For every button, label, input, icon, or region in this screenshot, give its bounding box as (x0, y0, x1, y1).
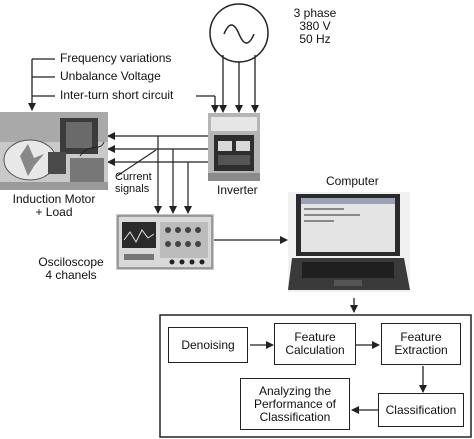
pipeline-arrows (250, 341, 427, 414)
feature-calculation-box: Feature Calculation (274, 323, 356, 365)
oscilloscope-photo (116, 214, 214, 270)
signals-line1: Current (115, 171, 152, 183)
analyzing-performance-box: Analyzing the Performance of Classificat… (240, 378, 350, 430)
analyzing-line3: Classification (259, 409, 331, 424)
frequency-text: 50 Hz (299, 32, 331, 46)
motor-label: Induction Motor + Load (4, 193, 104, 219)
scope-line1: Osciloscope (38, 255, 104, 269)
fault-unbalance: Unbalance Voltage (60, 69, 161, 83)
feature-extraction-box: Feature Extraction (381, 323, 461, 365)
motor-label-line1: Induction Motor (12, 192, 96, 206)
motor-photo (0, 112, 108, 190)
ac-source-icon (209, 3, 269, 63)
phase-lines (219, 55, 259, 113)
oscilloscope-label: Osciloscope 4 chanels (26, 256, 116, 282)
current-probe-lines (116, 136, 192, 214)
voltage-text: 380 V (299, 19, 331, 33)
signals-line2: signals (115, 183, 150, 195)
feature-extr-line1: Feature (400, 330, 442, 344)
feature-calc-line2: Calculation (285, 343, 345, 357)
power-spec-label: 3 phase 380 V 50 Hz (284, 7, 346, 46)
feature-extr-line2: Extraction (394, 343, 448, 357)
laptop-photo (288, 192, 410, 292)
motor-label-line2: + Load (35, 205, 73, 219)
analyzing-line2: Performance of (253, 396, 337, 411)
computer-label: Computer (326, 174, 379, 188)
inverter-photo (208, 113, 260, 181)
phase-text: 3 phase (293, 6, 337, 20)
fault-bracket (28, 58, 219, 113)
inverter-label: Inverter (217, 183, 258, 197)
current-signals-label: Current signals (115, 171, 152, 195)
denoising-box: Denoising (168, 327, 248, 363)
analyzing-line1: Analyzing the (258, 383, 332, 398)
scope-line2: 4 chanels (45, 268, 97, 282)
fault-frequency: Frequency variations (60, 51, 172, 65)
feature-calc-line1: Feature (294, 330, 336, 344)
denoising-text: Denoising (181, 337, 235, 352)
fault-interturn: Inter-turn short circuit (60, 88, 174, 102)
pipeline-frame (159, 314, 472, 438)
classification-box: Classification (378, 393, 464, 427)
classification-text: Classification (385, 402, 457, 417)
